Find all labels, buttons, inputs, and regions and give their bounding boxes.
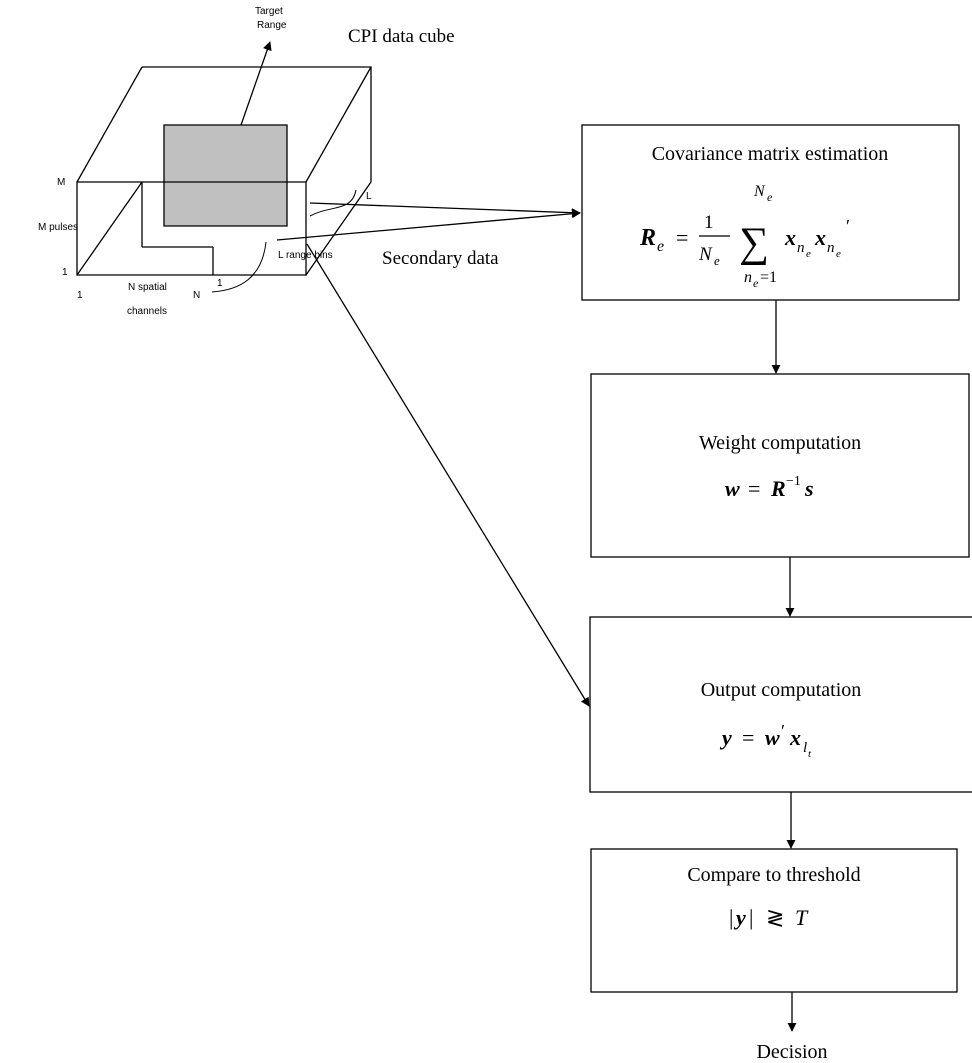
svg-text:x: x <box>789 725 801 750</box>
svg-text:=: = <box>748 476 760 501</box>
n-spatial-label-line2: channels <box>127 306 167 317</box>
svg-text:N: N <box>698 244 713 265</box>
cube-title: CPI data cube <box>348 26 455 47</box>
svg-text:′: ′ <box>846 216 850 236</box>
covariance-block: Covariance matrix estimation R e = 1 N e… <box>581 124 960 301</box>
svg-text:1: 1 <box>704 212 714 233</box>
n-label: N <box>193 290 200 301</box>
covariance-formula: R e = 1 N e ∑ N e n e =1 x n e x n e ′ <box>639 183 850 290</box>
primary-data-arrow <box>306 243 590 707</box>
threshold-title: Compare to threshold <box>687 864 860 886</box>
cube-edge-bottom-left <box>76 181 143 276</box>
svg-text:e: e <box>657 238 664 255</box>
svg-text:′: ′ <box>781 721 785 741</box>
threshold-formula: | y | ≷ T <box>729 905 809 930</box>
l-label: L <box>366 191 372 202</box>
svg-text:=1: =1 <box>760 269 777 286</box>
target-range-slice <box>163 124 288 227</box>
covariance-title: Covariance matrix estimation <box>652 143 889 165</box>
svg-text:R: R <box>639 225 656 251</box>
one-bottom-label: 1 <box>77 290 83 301</box>
svg-text:|: | <box>729 905 733 930</box>
svg-text:n: n <box>797 240 805 256</box>
output-formula: y = w ′ x l t <box>719 721 812 760</box>
target-range-label-line2: Range <box>257 20 287 31</box>
svg-text:e: e <box>767 190 773 204</box>
secondary-data-arrow-lower <box>276 209 581 241</box>
svg-text:n: n <box>744 269 752 286</box>
svg-text:l: l <box>803 740 807 756</box>
target-range-arrow <box>240 41 272 126</box>
n-spatial-label-line1: N spatial <box>128 282 167 293</box>
svg-text:y: y <box>719 725 732 750</box>
m-pulses-label: M pulses <box>38 222 78 233</box>
svg-text:y: y <box>733 905 746 930</box>
svg-text:t: t <box>808 748 812 760</box>
svg-text:=: = <box>742 725 754 750</box>
svg-text:x: x <box>814 225 826 250</box>
svg-text:w: w <box>765 725 780 750</box>
threshold-box <box>590 848 958 993</box>
one-left-label: 1 <box>62 267 68 278</box>
weight-block: Weight computation w = R −1 s <box>590 373 970 558</box>
l-range-bins-label: L range bins <box>278 250 333 261</box>
target-range-label-line1: Target <box>255 6 283 17</box>
svg-text:∑: ∑ <box>739 220 769 266</box>
svg-text:−1: −1 <box>786 474 801 489</box>
one-right-label: 1 <box>217 278 223 289</box>
svg-text:|: | <box>749 905 753 930</box>
svg-text:w: w <box>725 476 740 501</box>
svg-text:≷: ≷ <box>766 905 784 930</box>
svg-text:R: R <box>770 476 786 501</box>
decision-label: Decision <box>756 1041 827 1063</box>
svg-text:e: e <box>714 253 720 268</box>
weight-title: Weight computation <box>699 432 861 454</box>
cube-edge-top-left <box>76 66 143 183</box>
svg-text:x: x <box>784 225 796 250</box>
svg-text:=: = <box>676 225 688 250</box>
cpi-data-cube: Target Range CPI data cube M M pulses 1 … <box>38 6 455 317</box>
svg-text:e: e <box>753 276 759 290</box>
secondary-data-arrow-upper <box>309 202 581 218</box>
output-block: Output computation y = w ′ x l t <box>589 616 972 793</box>
svg-text:s: s <box>804 476 814 501</box>
covariance-box <box>581 124 960 301</box>
threshold-block: Compare to threshold | y | ≷ T <box>590 848 958 993</box>
m-top-label: M <box>57 177 65 188</box>
svg-text:N: N <box>753 183 766 200</box>
cube-edge-bottom-right <box>305 181 372 276</box>
weight-box <box>590 373 970 558</box>
n-bracket-curve <box>211 241 267 293</box>
output-title: Output computation <box>701 679 862 701</box>
svg-text:T: T <box>795 905 809 930</box>
svg-text:e: e <box>836 248 841 260</box>
svg-text:n: n <box>827 240 835 256</box>
svg-text:e: e <box>806 248 811 260</box>
secondary-data-label: Secondary data <box>382 248 499 269</box>
cube-edge-top-right <box>305 66 372 183</box>
output-box <box>589 616 972 793</box>
l-bracket-curve <box>309 189 357 217</box>
weight-formula: w = R −1 s <box>725 474 814 501</box>
